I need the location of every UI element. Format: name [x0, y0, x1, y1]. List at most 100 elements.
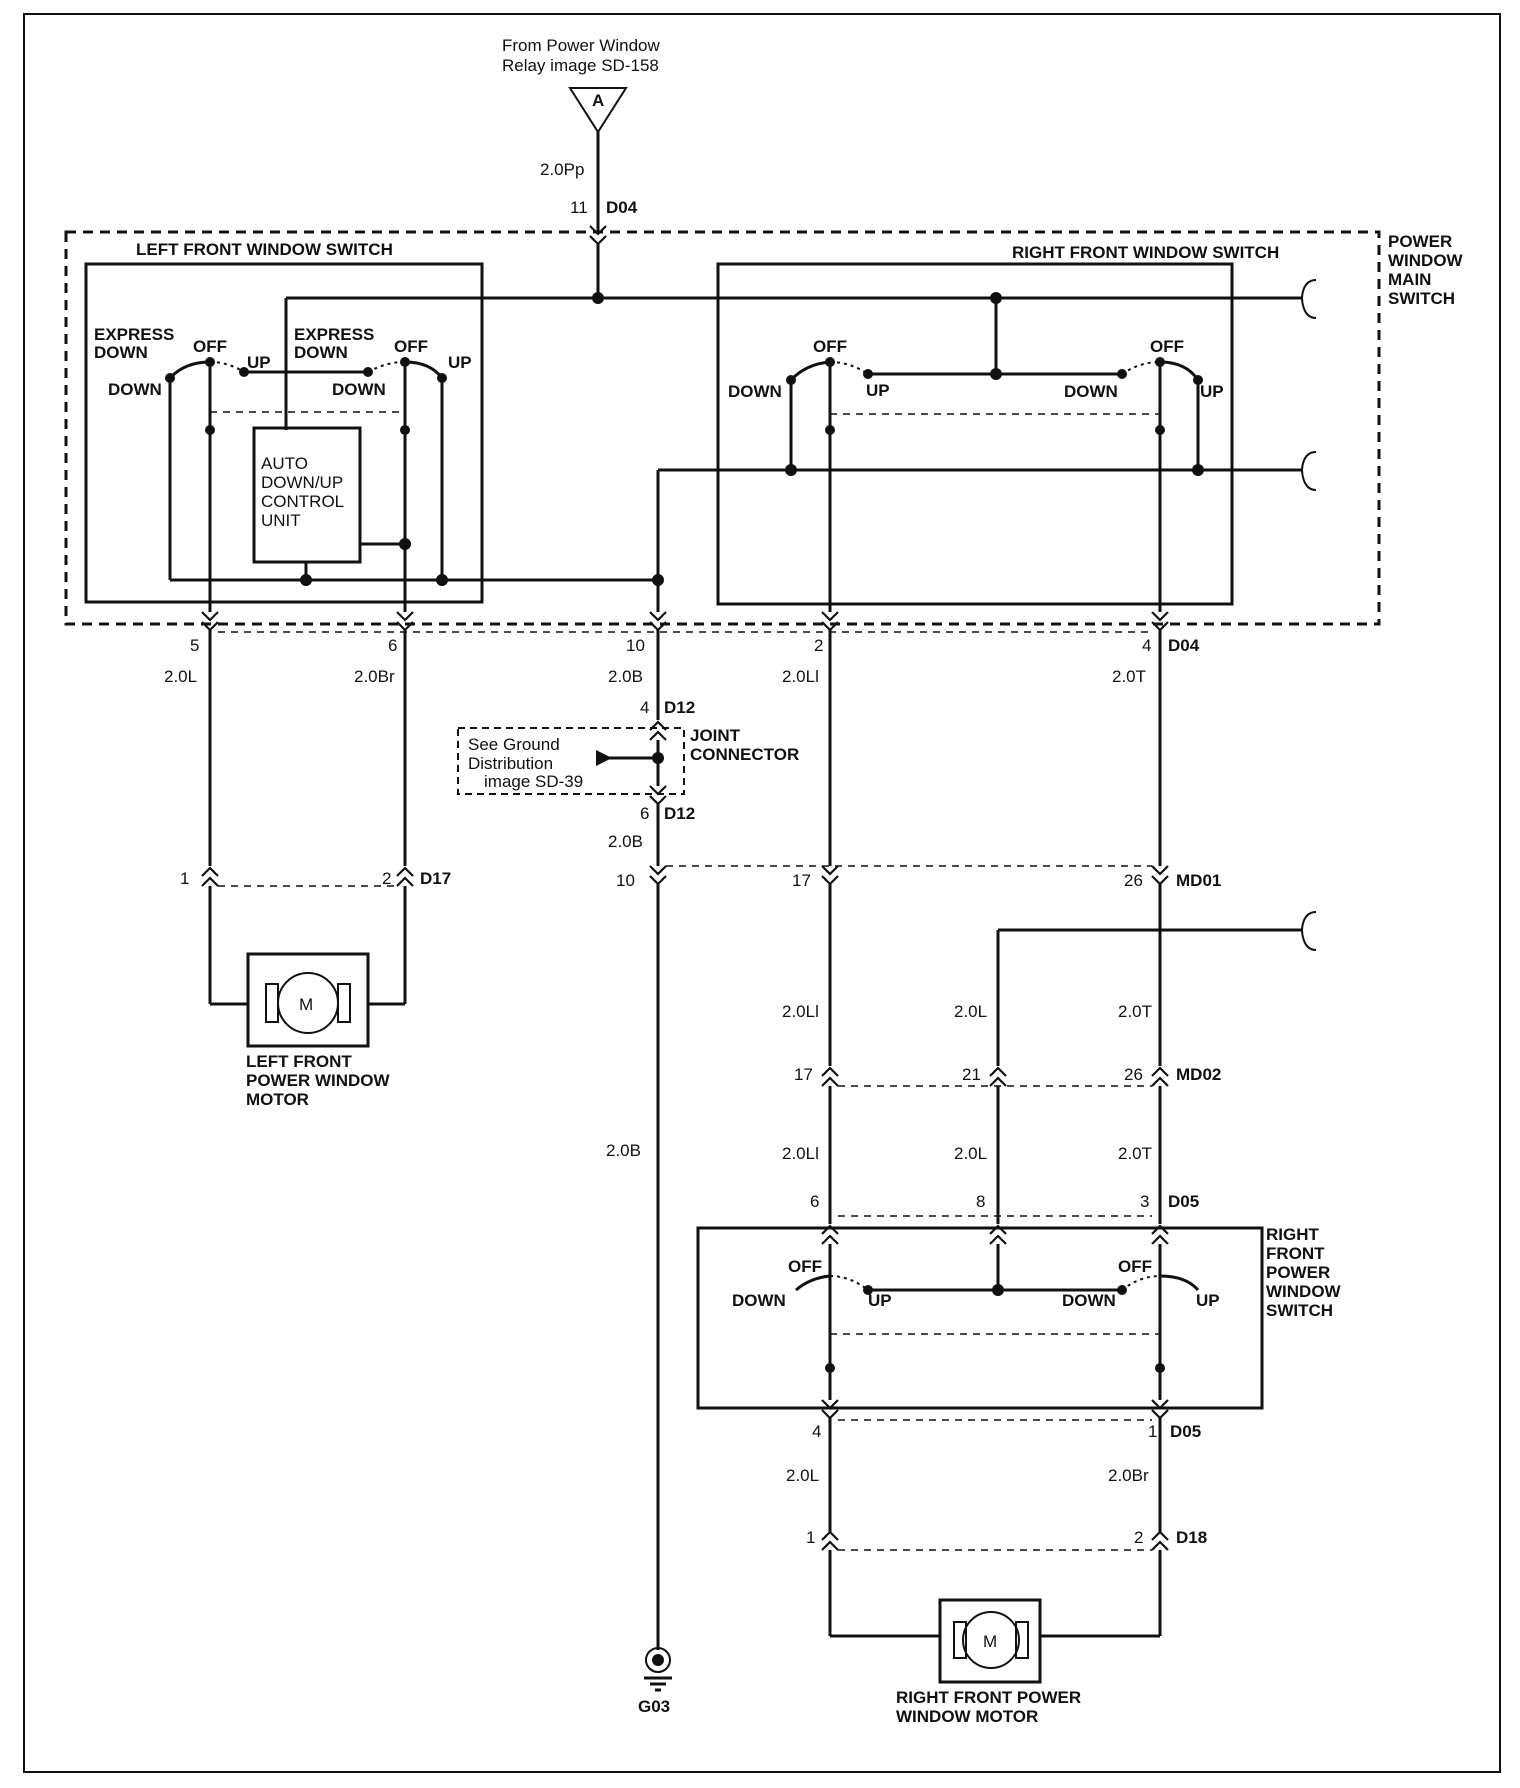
- left-front-motor: M LEFT FRONT POWER WINDOW MOTOR: [246, 952, 390, 1109]
- wire-label-w5: 2.0T: [1112, 667, 1146, 686]
- svg-text:G03: G03: [638, 1697, 670, 1716]
- svg-text:POWER WINDOW: POWER WINDOW: [246, 1071, 390, 1090]
- rf-switch-label: RIGHT FRONT POWER WINDOW SWITCH: [1266, 1225, 1342, 1320]
- right-switch-title: RIGHT FRONT WINDOW SWITCH: [1012, 243, 1279, 262]
- main-switch-label: POWER WINDOW MAIN SWITCH: [1388, 232, 1464, 308]
- svg-text:DOWN: DOWN: [108, 380, 162, 399]
- svg-text:1: 1: [180, 869, 189, 888]
- connector-d18: 1 2 D18: [806, 1528, 1207, 1551]
- joint-connector-box: [457, 727, 685, 795]
- wire-label-w4: 2.0Ll: [782, 667, 819, 686]
- svg-text:DOWN: DOWN: [332, 380, 386, 399]
- svg-text:WINDOW MOTOR: WINDOW MOTOR: [896, 1707, 1038, 1726]
- svg-text:image SD-39: image SD-39: [484, 772, 583, 791]
- source-from-relay: From Power Window Relay image SD-158 A: [502, 36, 660, 134]
- svg-text:4: 4: [1142, 636, 1151, 655]
- source-marker: A: [592, 91, 604, 110]
- svg-text:8: 8: [976, 1192, 985, 1211]
- svg-text:D18: D18: [1176, 1528, 1207, 1547]
- connector-d05-bottom: 4 1 D05: [812, 1399, 1201, 1441]
- svg-text:EXPRESS: EXPRESS: [94, 325, 174, 344]
- svg-text:CONNECTOR: CONNECTOR: [690, 745, 799, 764]
- svg-text:MOTOR: MOTOR: [246, 1090, 309, 1109]
- svg-text:2: 2: [382, 869, 391, 888]
- svg-text:AUTO: AUTO: [261, 454, 308, 473]
- connector-d17: 1 2 D17: [180, 866, 451, 888]
- svg-text:6: 6: [388, 636, 397, 655]
- connector-md01: 10 17 26 MD01: [616, 865, 1221, 890]
- joint-connector: 4 D12 See Ground Distribution image SD-3…: [457, 698, 799, 823]
- svg-text:OFF: OFF: [1150, 337, 1184, 356]
- ground-g03: G03: [638, 1647, 672, 1716]
- svg-text:5: 5: [190, 636, 199, 655]
- svg-text:D04: D04: [1168, 636, 1200, 655]
- svg-text:UNIT: UNIT: [261, 511, 301, 530]
- svg-text:OFF: OFF: [394, 337, 428, 356]
- svg-text:UP: UP: [1200, 382, 1224, 401]
- source-label-line2: Relay image SD-158: [502, 56, 659, 75]
- svg-text:DOWN/UP: DOWN/UP: [261, 473, 343, 492]
- svg-text:See Ground: See Ground: [468, 735, 560, 754]
- connector-d05-top: 6 8 3 D05: [810, 1192, 1199, 1245]
- source-triangle: [568, 87, 628, 134]
- connector-md02: 17 21 26 MD02: [794, 1065, 1221, 1087]
- connector-d04-bottom: 5 6 10 2 4 D04: [190, 611, 1200, 655]
- svg-text:SWITCH: SWITCH: [1266, 1301, 1333, 1320]
- page-frame: [23, 13, 1501, 1773]
- lower-wire-b: 2.0B: [606, 1141, 641, 1160]
- svg-text:EXPRESS: EXPRESS: [294, 325, 374, 344]
- svg-text:D17: D17: [420, 869, 451, 888]
- right-switch-1: OFF UP DOWN: [728, 337, 890, 612]
- svg-text:DOWN: DOWN: [732, 1291, 786, 1310]
- source-label-line1: From Power Window: [502, 36, 660, 55]
- svg-text:4: 4: [640, 698, 649, 717]
- svg-text:2: 2: [1134, 1528, 1143, 1547]
- svg-text:CONTROL: CONTROL: [261, 492, 344, 511]
- svg-text:2: 2: [814, 636, 823, 655]
- mid-wire-li: 2.0Ll: [782, 1002, 819, 1021]
- left-switch-1: EXPRESS DOWN OFF UP DOWN: [94, 325, 271, 612]
- lower-wire-li: 2.0Ll: [782, 1144, 819, 1163]
- top-wire-connector: D04: [606, 198, 638, 217]
- svg-text:OFF: OFF: [1118, 1257, 1152, 1276]
- svg-text:DOWN: DOWN: [728, 382, 782, 401]
- lower-wire-l: 2.0L: [954, 1144, 987, 1163]
- rf-switch-1: OFF DOWN UP: [732, 1257, 892, 1373]
- right-front-window-switch-box: [716, 262, 1234, 606]
- svg-text:10: 10: [626, 636, 645, 655]
- svg-text:UP: UP: [247, 353, 271, 372]
- svg-text:OFF: OFF: [193, 337, 227, 356]
- svg-text:Distribution: Distribution: [468, 754, 553, 773]
- svg-text:17: 17: [792, 871, 811, 890]
- svg-text:UP: UP: [448, 353, 472, 372]
- svg-text:6: 6: [810, 1192, 819, 1211]
- svg-text:OFF: OFF: [813, 337, 847, 356]
- right-switch-2: OFF UP DOWN: [1064, 337, 1224, 612]
- wire-label-w2: 2.0Br: [354, 667, 395, 686]
- top-wire-pin: 11: [570, 198, 588, 217]
- svg-text:FRONT: FRONT: [1266, 1244, 1325, 1263]
- right-front-motor: M RIGHT FRONT POWER WINDOW MOTOR: [896, 1598, 1081, 1726]
- svg-text:WINDOW: WINDOW: [1388, 251, 1464, 270]
- wire-label-w1: 2.0L: [164, 667, 197, 686]
- svg-text:17: 17: [794, 1065, 813, 1084]
- svg-text:DOWN: DOWN: [1064, 382, 1118, 401]
- svg-text:26: 26: [1124, 1065, 1143, 1084]
- svg-text:UP: UP: [1196, 1291, 1220, 1310]
- top-wire-color: 2.0Pp: [540, 160, 584, 179]
- svg-text:MD02: MD02: [1176, 1065, 1221, 1084]
- bottom-wire-l: 2.0L: [786, 1466, 819, 1485]
- svg-text:JOINT: JOINT: [690, 726, 741, 745]
- mid-wire-t: 2.0T: [1118, 1002, 1152, 1021]
- lower-wire-t: 2.0T: [1118, 1144, 1152, 1163]
- svg-text:10: 10: [616, 871, 635, 890]
- svg-text:MAIN: MAIN: [1388, 270, 1431, 289]
- bottom-wire-br: 2.0Br: [1108, 1466, 1149, 1485]
- control-unit-label: AUTO DOWN/UP CONTROL UNIT: [261, 454, 344, 530]
- svg-text:4: 4: [812, 1422, 821, 1441]
- svg-text:UP: UP: [866, 381, 890, 400]
- svg-text:6: 6: [640, 804, 649, 823]
- rf-power-window-switch-box: [696, 1226, 1264, 1410]
- wire-label-w3: 2.0B: [608, 667, 643, 686]
